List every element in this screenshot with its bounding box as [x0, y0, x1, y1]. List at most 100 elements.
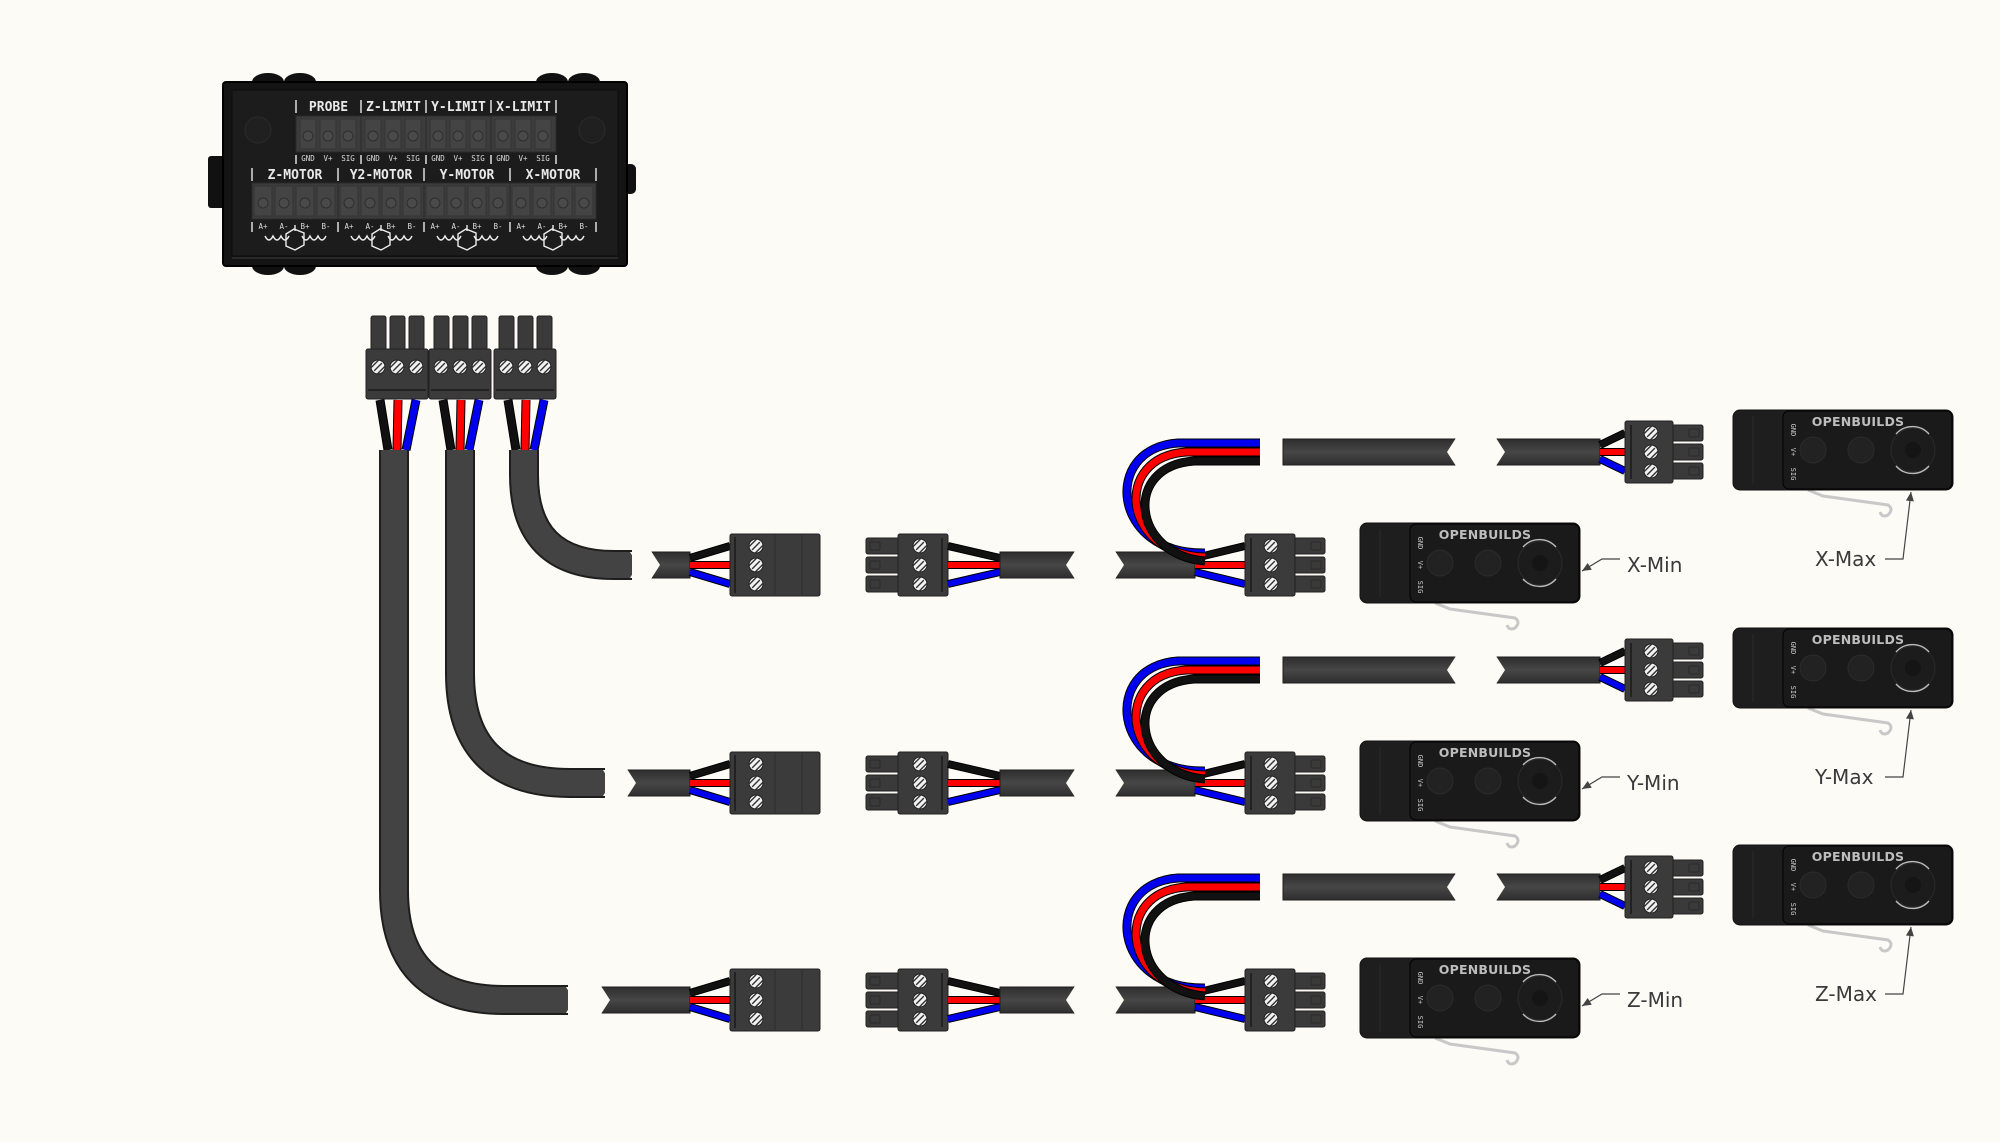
female-plug — [729, 533, 821, 597]
terminal-screw-icon — [278, 197, 290, 209]
plug-prong — [370, 315, 387, 351]
screw-icon — [1643, 860, 1659, 876]
pin-label: V+ — [518, 154, 528, 163]
stepper-motor-icon — [350, 225, 413, 251]
prong-latch — [1310, 759, 1322, 769]
screw-icon — [536, 359, 552, 375]
pin-label: SIG — [406, 154, 420, 163]
hub-port-label: Z-MOTOR — [268, 168, 323, 183]
switch-pin-label: V+ — [1789, 666, 1797, 674]
wire-sig — [947, 569, 1001, 587]
switch-pin-label: SIG — [1416, 1016, 1424, 1029]
pin-label: GND — [431, 154, 445, 163]
screw-icon — [912, 775, 928, 791]
screw-icon — [912, 992, 928, 1008]
cable-break — [630, 552, 646, 578]
switch-pin-label: V+ — [1416, 779, 1424, 787]
arrowhead-icon — [1582, 997, 1592, 1006]
terminal-screw-icon — [322, 130, 334, 142]
prong-latch — [1688, 665, 1700, 675]
pin-label: SIG — [341, 154, 355, 163]
switch-pin-label: V+ — [1789, 448, 1797, 456]
screw-icon — [471, 359, 487, 375]
wire-sig — [1194, 569, 1246, 587]
prong-latch — [1310, 560, 1322, 570]
cable-jacket — [381, 450, 568, 1013]
mount-hole-icon — [1847, 436, 1875, 464]
plug-prong — [1290, 556, 1326, 574]
cable-break — [601, 986, 610, 1014]
callout-z-max: Z-Max — [1815, 926, 1914, 1006]
callout-label: X-Max — [1815, 547, 1876, 571]
cable-break — [1066, 986, 1075, 1014]
wire-gnd — [376, 399, 392, 451]
arrowhead-icon — [1905, 492, 1914, 502]
pin-label: A- — [451, 222, 460, 231]
screw-icon — [1263, 1011, 1279, 1027]
plug-prong — [1668, 443, 1704, 461]
terminal-screw-icon — [407, 130, 419, 142]
switch-button-highlight — [1895, 900, 1930, 910]
prong-latch — [869, 579, 881, 589]
screw-icon — [748, 1011, 764, 1027]
pin-label: A+ — [258, 222, 268, 231]
plug-prong — [498, 315, 515, 351]
switch-brand-label: OPENBUILDS — [1812, 632, 1904, 647]
screw-icon — [452, 359, 468, 375]
callout-label: Y-Min — [1626, 771, 1680, 795]
screw-icon — [1643, 444, 1659, 460]
switch-pin-label: SIG — [1789, 903, 1797, 916]
pin-label: A+ — [430, 222, 440, 231]
cable-jacket — [1496, 873, 1601, 901]
cable-break — [1447, 873, 1456, 901]
terminal-screw-icon — [432, 130, 444, 142]
plug-prong — [865, 755, 901, 773]
callout-label: X-Min — [1627, 553, 1682, 577]
terminal-screw-icon — [429, 197, 441, 209]
switch-lever — [1807, 488, 1893, 518]
pin-label: B+ — [558, 222, 568, 231]
screw-icon — [498, 359, 514, 375]
female-plug — [729, 751, 821, 815]
mount-hole-icon — [1799, 436, 1827, 464]
hub-plug — [428, 315, 492, 451]
wire-sig — [689, 787, 731, 805]
plug-prong — [389, 315, 406, 351]
screw-icon — [389, 359, 405, 375]
plug-prong — [536, 315, 553, 351]
cable-break — [1447, 438, 1456, 466]
terminal-screw-icon — [385, 197, 397, 209]
wire-sig — [947, 787, 1001, 805]
plug-prong — [1290, 972, 1326, 990]
pin-label: V+ — [323, 154, 333, 163]
terminal-screw-icon — [492, 197, 504, 209]
callout-x-min: X-Min — [1581, 553, 1682, 577]
pin-label: V+ — [453, 154, 463, 163]
callout-x-max: X-Max — [1815, 491, 1914, 571]
switch-pin-label: SIG — [1789, 468, 1797, 481]
cable-jacket — [447, 450, 605, 796]
callout-label: Y-Max — [1814, 765, 1874, 789]
trunk-cable-y — [445, 450, 619, 798]
callout-leader — [1885, 926, 1912, 995]
mount-hole-icon — [1426, 767, 1454, 795]
plug-prong — [865, 556, 901, 574]
plug-prong — [1668, 642, 1704, 660]
wire-sig — [1598, 456, 1627, 474]
switch-pin-label: SIG — [1416, 581, 1424, 594]
wire-gnd — [504, 399, 520, 451]
switch-button-center — [1532, 990, 1548, 1006]
terminal-screw-icon — [536, 197, 548, 209]
cable-jacket — [1282, 438, 1456, 466]
male-plug — [865, 533, 949, 597]
screw-icon — [1263, 973, 1279, 989]
wire-sig — [402, 399, 420, 451]
pin-label: A+ — [344, 222, 354, 231]
row-z: OPENBUILDSGNDV+SIGOPENBUILDSGNDV+SIGZ-Mi… — [601, 844, 1954, 1066]
cable-jacket — [1496, 656, 1601, 684]
